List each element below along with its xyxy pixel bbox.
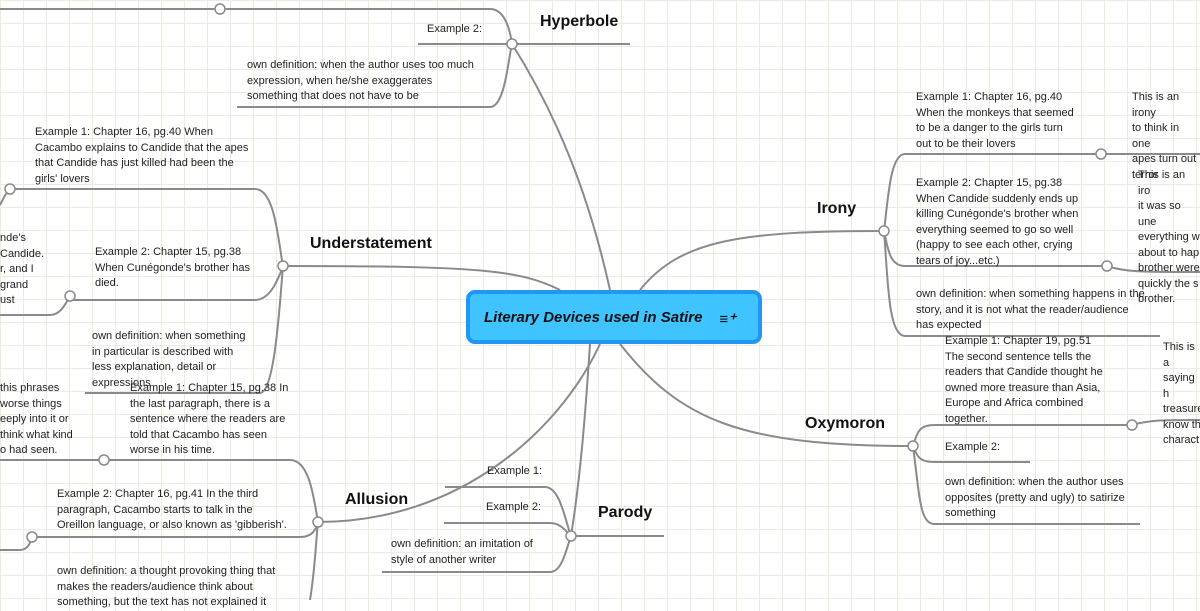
allusion-toggle[interactable]	[312, 516, 324, 528]
irony-note-2[interactable]: This is an iro it was so une everything …	[1138, 169, 1200, 305]
oxymoron-toggle[interactable]	[907, 440, 919, 452]
understatement-definition[interactable]: own definition: when something in partic…	[92, 330, 246, 389]
understatement-example-2[interactable]: Example 2: Chapter 15, pg.38 When Cunégo…	[95, 246, 250, 289]
understatement-example-1[interactable]: Example 1: Chapter 16, pg.40 When Cacamb…	[35, 126, 249, 185]
collapse-toggle[interactable]	[26, 531, 38, 543]
parody-definition[interactable]: own definition: an imitation of style of…	[391, 538, 533, 566]
hyperbole-toggle[interactable]	[506, 38, 518, 50]
irony-example-1[interactable]: Example 1: Chapter 16, pg.40 When the mo…	[916, 91, 1074, 150]
oxymoron-title[interactable]: Oxymoron	[805, 415, 886, 432]
oxymoron-example-2[interactable]: Example 2:	[945, 441, 1001, 453]
parody-example-2[interactable]: Example 2:	[486, 501, 542, 513]
collapse-toggle[interactable]	[214, 3, 226, 15]
oxymoron-definition[interactable]: own definition: when the author uses opp…	[945, 476, 1125, 519]
irony-title[interactable]: Irony	[817, 200, 857, 217]
oxymoron-example-1[interactable]: Example 1: Chapter 19, pg.51 The second …	[945, 335, 1103, 425]
collapse-toggle[interactable]	[4, 183, 16, 195]
parody-example-1[interactable]: Example 1:	[487, 465, 543, 477]
irony-example-2[interactable]: Example 2: Chapter 15, pg.38 When Candid…	[916, 177, 1079, 267]
clipped-note[interactable]: this phrases worse things eeply into it …	[0, 382, 73, 456]
understatement-title[interactable]: Understatement	[310, 235, 432, 252]
collapse-toggle[interactable]	[1126, 419, 1138, 431]
irony-toggle[interactable]	[878, 225, 890, 237]
hyperbole-title[interactable]: Hyperbole	[540, 13, 619, 30]
parody-toggle[interactable]	[565, 530, 577, 542]
parody-title[interactable]: Parody	[598, 504, 653, 521]
understatement-toggle[interactable]	[277, 260, 289, 272]
hyperbole-example-2[interactable]: Example 2:	[427, 23, 483, 35]
oxymoron-note-1[interactable]: This is a saying h treasure know th char…	[1163, 341, 1200, 446]
central-topic-title: Literary Devices used in Satire	[484, 308, 703, 326]
collapse-toggle[interactable]	[1095, 148, 1107, 160]
collapse-toggle[interactable]	[1101, 260, 1113, 272]
allusion-example-1[interactable]: Example 1: Chapter 15, pg.38 In the last…	[130, 382, 289, 456]
collapse-toggle[interactable]	[98, 454, 110, 466]
allusion-definition[interactable]: own definition: a thought provoking thin…	[57, 565, 276, 608]
notes-icon[interactable]: ≡⁺	[719, 311, 736, 328]
allusion-title[interactable]: Allusion	[345, 491, 409, 508]
allusion-example-2[interactable]: Example 2: Chapter 16, pg.41 In the thir…	[57, 488, 287, 531]
collapse-toggle[interactable]	[64, 290, 76, 302]
irony-definition[interactable]: own definition: when something happens i…	[916, 288, 1145, 331]
clipped-note[interactable]: nde's Candide. r, and I grand ust	[0, 232, 45, 306]
hyperbole-definition[interactable]: own definition: when the author uses too…	[247, 59, 474, 102]
central-topic[interactable]: Literary Devices used in Satire ≡⁺	[466, 290, 762, 344]
irony-note-1[interactable]: This is an irony to think in one apes tu…	[1132, 91, 1197, 181]
